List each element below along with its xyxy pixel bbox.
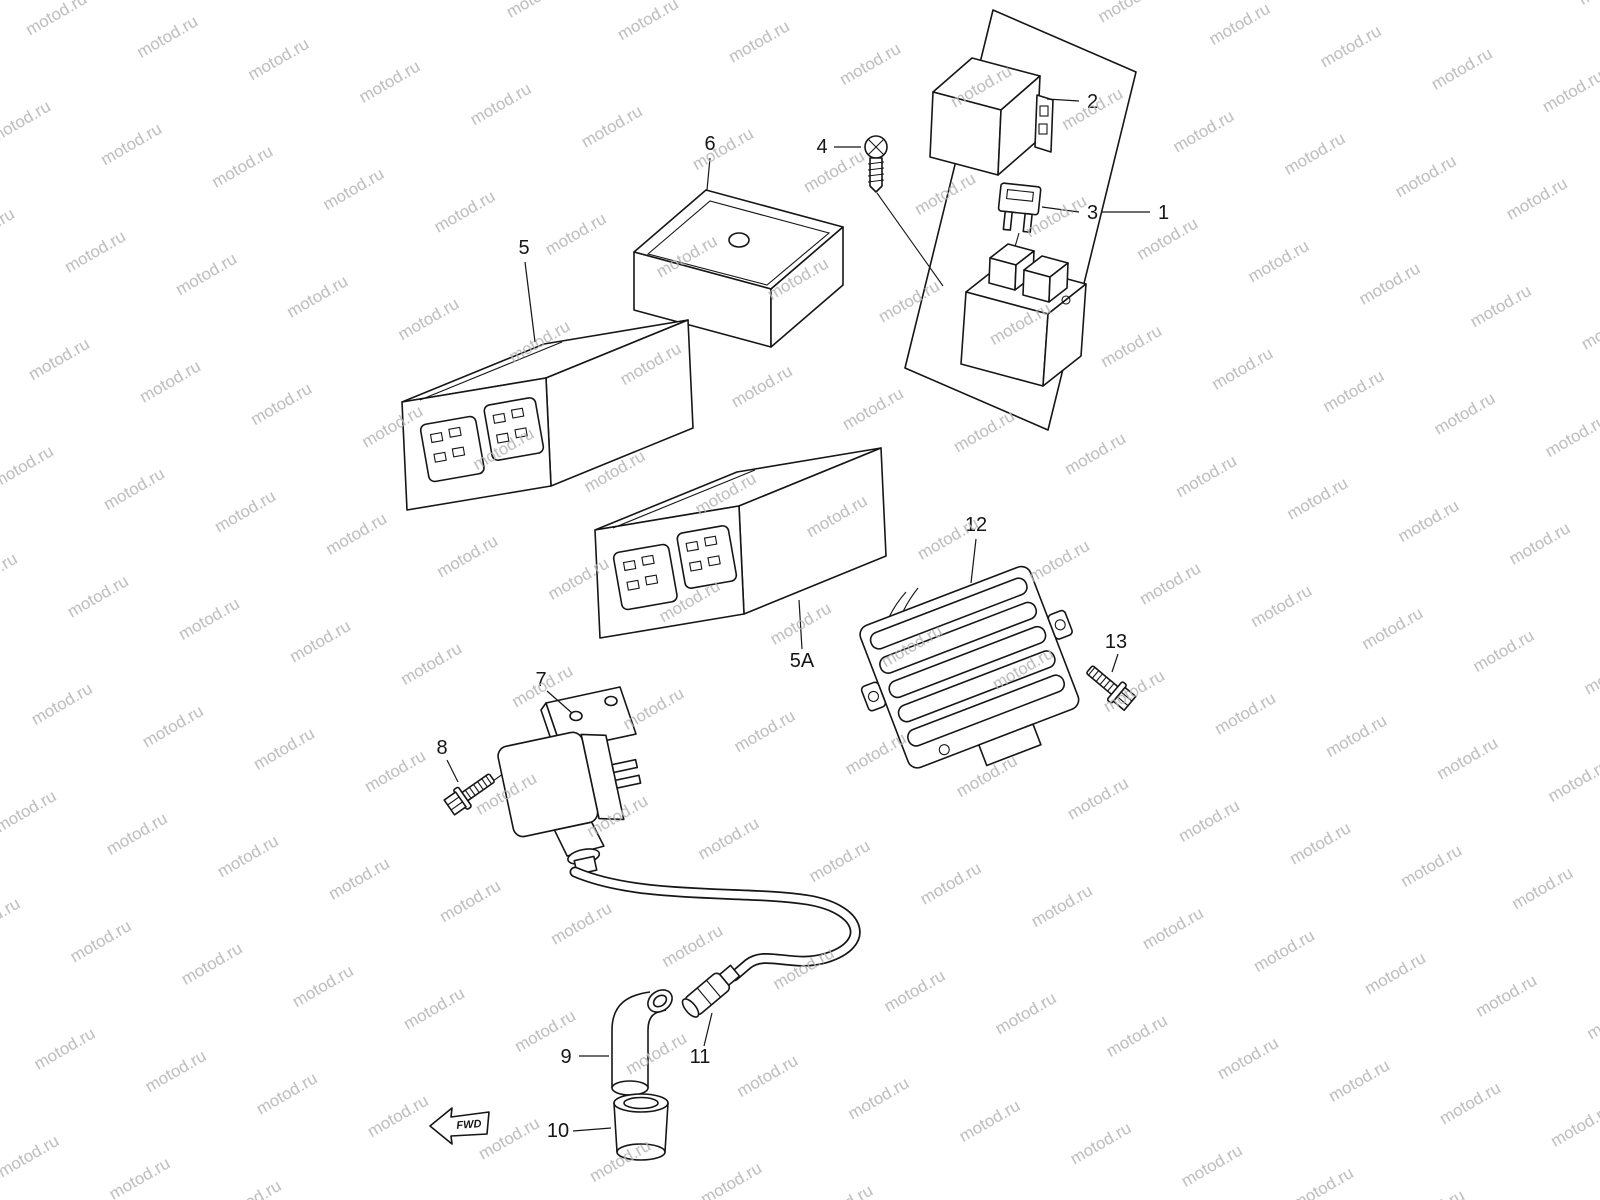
part-label-4: 4	[816, 136, 827, 158]
part-7-ignition-coil	[497, 686, 642, 876]
part-label-10: 10	[547, 1120, 569, 1142]
part-13-flange-bolt	[1086, 665, 1137, 712]
part-label-9: 9	[560, 1046, 571, 1068]
part-label-6: 6	[704, 133, 715, 155]
part-label-5: 5	[518, 237, 529, 259]
part-12-regulator-rectifier	[859, 565, 1080, 769]
part-label-1: 1	[1158, 202, 1169, 224]
part-5a-cdi-unit	[594, 447, 887, 639]
part-4-screw	[864, 135, 888, 193]
part-label-11: 11	[690, 1046, 711, 1068]
part-label-8: 8	[436, 737, 447, 759]
part-label-13: 13	[1105, 631, 1127, 653]
part-8-bolt	[443, 773, 495, 816]
part-label-12: 12	[965, 514, 987, 536]
part-11-lead-joint	[681, 964, 741, 1018]
fwd-arrow: FWD	[429, 1107, 490, 1145]
starter-relay-body	[960, 243, 1087, 387]
part-label-7: 7	[535, 669, 546, 691]
part-10-cap	[613, 1093, 669, 1161]
part-2-relay-cover	[929, 57, 1054, 176]
part-5-cdi-unit	[401, 319, 694, 511]
part-label-2: 2	[1087, 91, 1098, 113]
fwd-label: FWD	[456, 1118, 482, 1132]
spark-plug-wire	[569, 866, 861, 982]
part-9-spark-plug-cap	[611, 989, 673, 1096]
part-label-5a: 5A	[790, 650, 815, 672]
part-label-3: 3	[1087, 202, 1098, 224]
part-3-fuse	[997, 182, 1042, 234]
